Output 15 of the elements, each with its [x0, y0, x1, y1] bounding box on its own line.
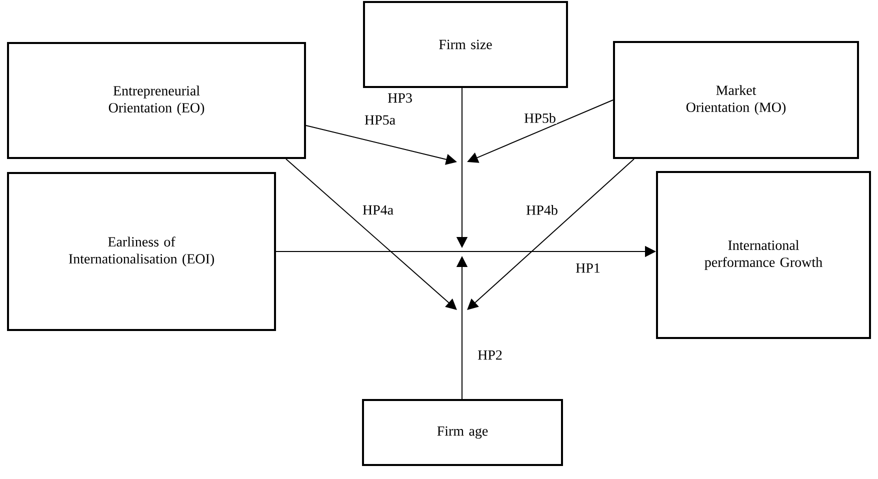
concept-box: Firm size: [363, 1, 568, 88]
edge-label: HP5a: [363, 114, 397, 126]
arrow: [467, 158, 634, 310]
concept-box: Firm age: [362, 399, 563, 466]
edge-label: HP5b: [523, 112, 557, 124]
edge-label: HP4b: [525, 204, 559, 216]
edge-label: HP3: [386, 92, 414, 104]
edge-label: HP2: [476, 349, 504, 361]
concept-box: Market Orientation (MO): [613, 41, 859, 159]
edge-label: HP4a: [361, 204, 395, 216]
concept-box: Earliness of Internationalisation (EOI): [7, 172, 276, 331]
concept-box: Entrepreneurial Orientation (EO): [7, 42, 306, 159]
arrow: [286, 158, 457, 310]
concept-box: International performance Growth: [656, 171, 871, 339]
edge-label: HP1: [574, 262, 602, 274]
